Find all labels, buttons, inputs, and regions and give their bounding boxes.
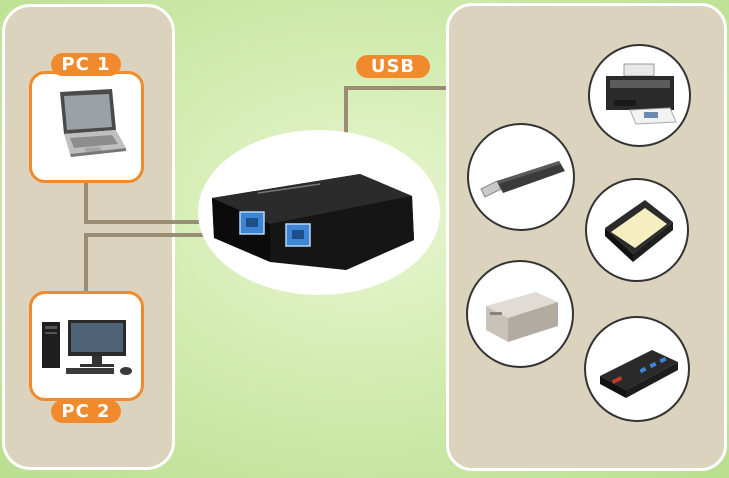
usb-hub-frame [584,316,690,422]
pc2-frame [29,291,144,401]
pc1-cable [84,180,248,224]
usb-hub-icon [600,350,678,398]
external-hard-drive-icon [486,292,558,342]
printer-frame [588,44,691,147]
hard-drive-frame [466,260,574,368]
desktop-computer-icon [42,320,132,375]
laptop-icon [60,89,126,157]
printer-icon [606,63,677,125]
scanner-icon [605,200,673,262]
pc2-label: PC 2 [51,400,121,423]
flash-drive-frame [467,123,575,231]
pc1-frame [29,71,144,183]
pc1-label: PC 1 [51,53,121,76]
scanner-frame [585,178,689,282]
usb-label: USB [356,55,430,78]
usb-flash-drive-icon [480,161,565,198]
